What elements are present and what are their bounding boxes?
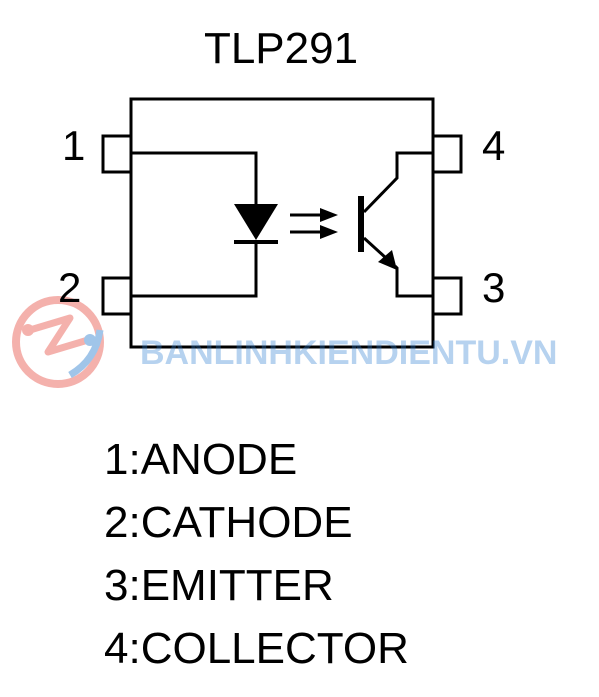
led-diode-icon	[234, 204, 278, 240]
package-body	[129, 97, 435, 349]
legend-item-pin-3: 3:EMITTER	[104, 561, 334, 610]
pin-4-pad	[431, 134, 463, 174]
pin-legend: 1:ANODE 2:CATHODE 3:EMITTER 4:COLLECTOR	[104, 428, 409, 680]
emitter-wire	[362, 236, 388, 260]
pin-3-number: 3	[482, 264, 505, 311]
pin-1-pad	[101, 134, 133, 174]
light-arrows-icon	[290, 208, 338, 239]
pin-2-pad	[101, 276, 133, 316]
diagram-title: TLP291	[204, 24, 358, 73]
pin-1-number: 1	[62, 122, 85, 169]
collector-wire	[362, 151, 433, 214]
tlp291-pinout-diagram: TLP291 1 2 4 3 BANLINHKIENDIENTU.VN	[12, 24, 557, 388]
pin-2-number: 2	[58, 264, 81, 311]
watermark-text: BANLINHKIENDIENTU.VN	[140, 334, 557, 372]
pin-4-number: 4	[482, 122, 505, 169]
pin-3-pad	[431, 276, 463, 316]
emitter-lead	[393, 264, 433, 298]
watermark-logo	[12, 296, 104, 388]
legend-item-pin-1: 1:ANODE	[104, 435, 298, 484]
legend-item-pin-2: 2:CATHODE	[104, 498, 353, 547]
legend-item-pin-4: 4:COLLECTOR	[104, 624, 409, 673]
anode-wire	[131, 151, 258, 204]
cathode-wire	[131, 242, 258, 298]
emitter-arrow-icon	[378, 250, 397, 270]
